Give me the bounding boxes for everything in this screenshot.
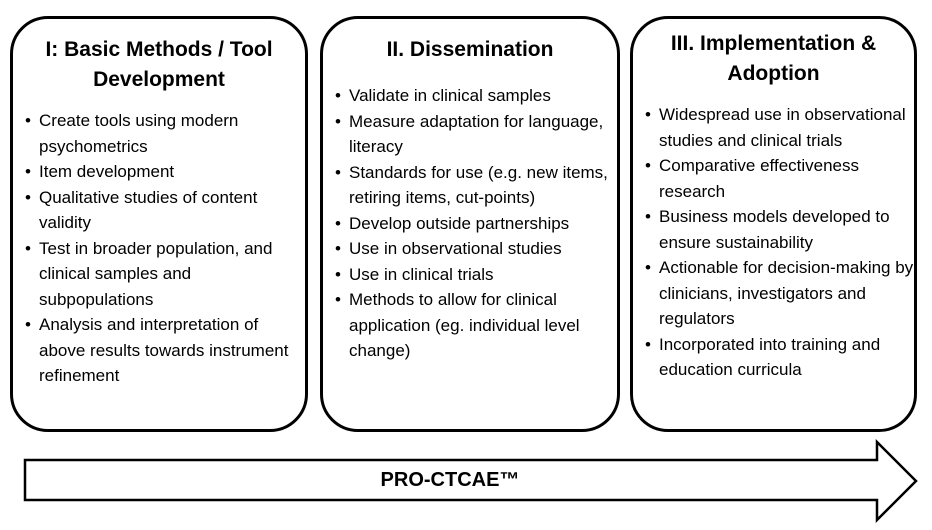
panel-dissemination: II. Dissemination Validate in clinical s… (320, 16, 620, 432)
list-item: Business models developed to ensure sust… (643, 204, 914, 255)
panel-title: II. Dissemination (386, 38, 554, 61)
panel-basic-methods: I: Basic Methods / Tool Development Crea… (10, 16, 308, 432)
list-item: Incorporated into training and education… (643, 332, 914, 383)
list-item: Analysis and interpretation of above res… (23, 312, 305, 389)
list-item: Validate in clinical samples (333, 83, 617, 109)
list-item: Actionable for decision-making by clinic… (643, 255, 914, 332)
panel-implementation-adoption: III. Implementation & Adoption Widesprea… (630, 16, 917, 432)
panel-title: III. Implementation & Adoption (670, 32, 877, 85)
list-item: Standards for use (e.g. new items, retir… (333, 160, 617, 211)
list-item: Develop outside partnerships (333, 211, 617, 237)
arrow-label: PRO-CTCAE™ (380, 469, 520, 491)
list-item: Item development (23, 159, 305, 185)
bullet-list: Validate in clinical samples Measure ada… (333, 83, 617, 364)
panel-title: I: Basic Methods / Tool Development (45, 38, 273, 91)
arrow-shape (23, 438, 918, 524)
list-item: Test in broader population, and clinical… (23, 236, 305, 313)
list-item: Qualitative studies of content validity (23, 185, 305, 236)
list-item: Widespread use in observational studies … (643, 102, 914, 153)
list-item: Create tools using modern psychometrics (23, 108, 305, 159)
bullet-list: Widespread use in observational studies … (643, 102, 914, 383)
list-item: Use in clinical trials (333, 262, 617, 288)
list-item: Use in observational studies (333, 236, 617, 262)
list-item: Comparative effectiveness research (643, 153, 914, 204)
bullet-list: Create tools using modern psychometrics … (23, 108, 305, 389)
list-item: Methods to allow for clinical applicatio… (333, 287, 617, 364)
list-item: Measure adaptation for language, literac… (333, 109, 617, 160)
